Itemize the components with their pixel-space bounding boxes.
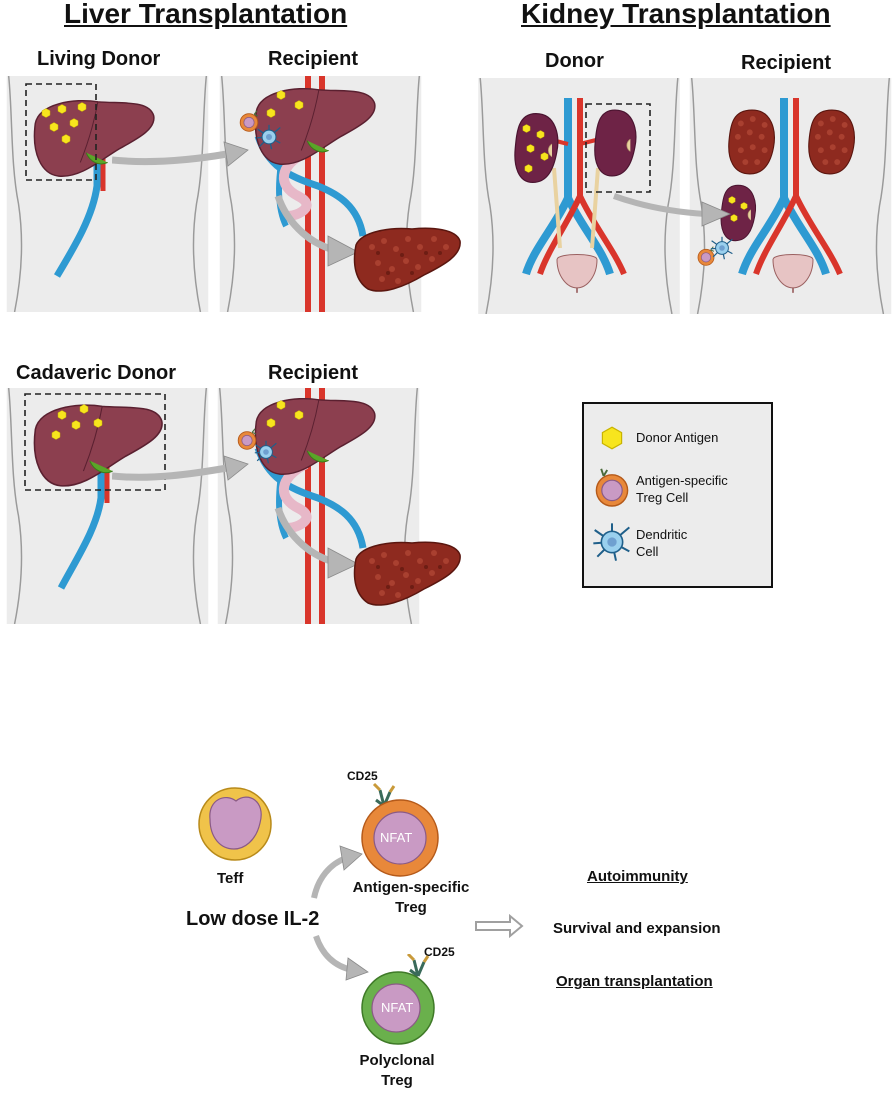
cadaveric-graft-selection-box <box>24 393 166 491</box>
polyclonal-treg-cell-icon <box>361 954 435 1045</box>
polyclonal-treg-label: Polyclonal Treg <box>330 1051 464 1091</box>
graft-outcome-arrow-bottom <box>274 506 359 579</box>
kidney-graft-selection-box <box>585 103 651 193</box>
cadaveric-donor-label: Cadaveric Donor <box>16 362 177 384</box>
low-dose-il2-label: Low dose IL-2 <box>186 908 320 930</box>
legend-donor-antigen-label: Donor Antigen <box>636 430 719 445</box>
recipient-right-kidney-icon <box>808 109 855 175</box>
legend-treg-label-line1: Antigen-specific <box>636 473 728 488</box>
polyclonal-treg-label-line1: Polyclonal <box>359 1052 435 1069</box>
treg-cell-icon <box>595 468 629 507</box>
legend-dendritic-label-line2: Cell <box>636 544 659 559</box>
graft-transfer-arrow-bottom <box>112 455 249 481</box>
hexagon-icon <box>601 426 623 450</box>
legend-treg-label-line2: Treg Cell <box>636 490 689 505</box>
antigen-specific-treg-label-line2: Treg <box>395 899 427 916</box>
donor-graft-selection-box <box>25 83 97 181</box>
antigen-specific-treg-cell-icon <box>361 782 439 877</box>
legend-dendritic-label: Dendritic Cell <box>636 526 687 560</box>
liver-recipient-label-bottom: Recipient <box>268 362 359 384</box>
kidney-section-title: Kidney Transplantation <box>521 0 831 29</box>
kidney-donor-label: Donor <box>545 50 604 72</box>
kidney-recipient-label: Recipient <box>741 52 832 74</box>
recipient-left-kidney-icon <box>728 109 775 175</box>
il2-to-polyclonal-treg-arrow <box>313 934 369 981</box>
outcome-survival-expansion: Survival and expansion <box>553 920 721 937</box>
liver-recipient-label-top: Recipient <box>268 48 359 70</box>
kidney-transfer-arrow <box>612 193 732 227</box>
liver-recipient-panel-bottom <box>216 388 421 624</box>
cd25-label-bottom: CD25 <box>424 945 455 959</box>
teff-label: Teff <box>217 870 244 887</box>
graft-transfer-arrow-top <box>112 141 249 167</box>
outcome-arrow <box>475 914 524 938</box>
liver-section-title: Liver Transplantation <box>64 0 348 29</box>
teff-cell-icon <box>198 787 272 861</box>
legend-treg-label: Antigen-specific Treg Cell <box>636 472 728 506</box>
living-donor-panel <box>5 76 210 312</box>
living-donor-label: Living Donor <box>37 48 161 70</box>
polyclonal-treg-label-line2: Treg <box>381 1072 413 1089</box>
il2-to-antigen-treg-arrow <box>311 845 363 899</box>
cadaveric-donor-panel <box>5 388 210 624</box>
antigen-specific-treg-label-line1: Antigen-specific <box>352 879 470 896</box>
outcome-autoimmunity: Autoimmunity <box>587 868 688 885</box>
dendritic-cell-icon <box>592 522 631 562</box>
nfat-label-bottom: NFAT <box>381 1000 414 1015</box>
kidney-donor-panel <box>477 78 681 314</box>
antigen-specific-treg-label: Antigen-specific Treg <box>344 878 478 918</box>
liver-recipient-panel-top <box>218 76 423 312</box>
nfat-label-top: NFAT <box>380 830 413 845</box>
rejected-liver-graft-top <box>353 227 461 292</box>
rejected-liver-graft-bottom <box>353 541 461 606</box>
cd25-label-top: CD25 <box>347 769 378 783</box>
graft-outcome-arrow-top <box>274 194 359 267</box>
kidney-recipient-panel <box>688 78 893 314</box>
legend-box: Donor Antigen Antigen-specific Treg Cell… <box>582 402 773 588</box>
outcome-organ-transplantation: Organ transplantation <box>556 973 713 990</box>
legend-dendritic-label-line1: Dendritic <box>636 527 688 542</box>
